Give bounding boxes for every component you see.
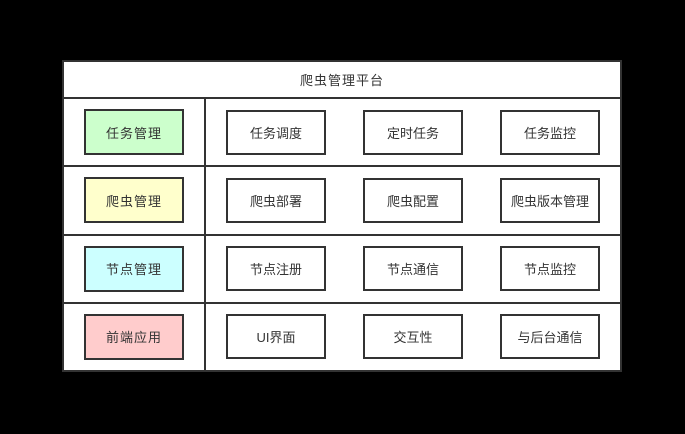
item-box-crawler-version-management: 爬虫版本管理 [500, 177, 600, 223]
item-box-crawler-configuration: 爬虫配置 [363, 177, 463, 223]
item-box-scheduled-tasks: 定时任务 [363, 109, 463, 155]
category-cell-frontend-app: 前端应用 [64, 303, 206, 370]
diagram-row-crawler-management: 爬虫管理 爬虫部署 爬虫配置 爬虫版本管理 [64, 167, 620, 236]
item-box-node-communication: 节点通信 [363, 246, 463, 292]
item-box-node-monitoring: 节点监控 [500, 246, 600, 292]
category-cell-node-management: 节点管理 [64, 235, 206, 302]
item-box-task-scheduling: 任务调度 [226, 109, 326, 155]
item-box-ui-interface: UI界面 [226, 314, 326, 360]
crawler-platform-diagram: 爬虫管理平台 任务管理 任务调度 定时任务 任务监控 爬虫管理 爬虫部署 爬 [62, 60, 622, 372]
category-box-crawler-management: 爬虫管理 [84, 177, 184, 224]
item-box-crawler-deployment: 爬虫部署 [226, 177, 326, 223]
diagram-rows: 任务管理 任务调度 定时任务 任务监控 爬虫管理 爬虫部署 爬虫配置 爬虫版本管… [64, 99, 620, 370]
category-box-frontend-app: 前端应用 [84, 313, 184, 360]
diagram-title: 爬虫管理平台 [64, 62, 620, 99]
category-cell-crawler-management: 爬虫管理 [64, 167, 206, 234]
item-box-backend-communication: 与后台通信 [500, 314, 600, 360]
items-cell-task-management: 任务调度 定时任务 任务监控 [206, 99, 620, 165]
items-cell-crawler-management: 爬虫部署 爬虫配置 爬虫版本管理 [206, 167, 620, 233]
items-cell-frontend-app: UI界面 交互性 与后台通信 [206, 304, 620, 370]
diagram-row-task-management: 任务管理 任务调度 定时任务 任务监控 [64, 99, 620, 168]
diagram-row-frontend-app: 前端应用 UI界面 交互性 与后台通信 [64, 303, 620, 370]
item-box-interactivity: 交互性 [363, 314, 463, 360]
diagram-row-node-management: 节点管理 节点注册 节点通信 节点监控 [64, 235, 620, 304]
item-box-node-registration: 节点注册 [226, 246, 326, 292]
category-box-node-management: 节点管理 [84, 245, 184, 292]
category-cell-task-management: 任务管理 [64, 99, 206, 166]
category-box-task-management: 任务管理 [84, 109, 184, 156]
item-box-task-monitoring: 任务监控 [500, 109, 600, 155]
items-cell-node-management: 节点注册 节点通信 节点监控 [206, 236, 620, 302]
